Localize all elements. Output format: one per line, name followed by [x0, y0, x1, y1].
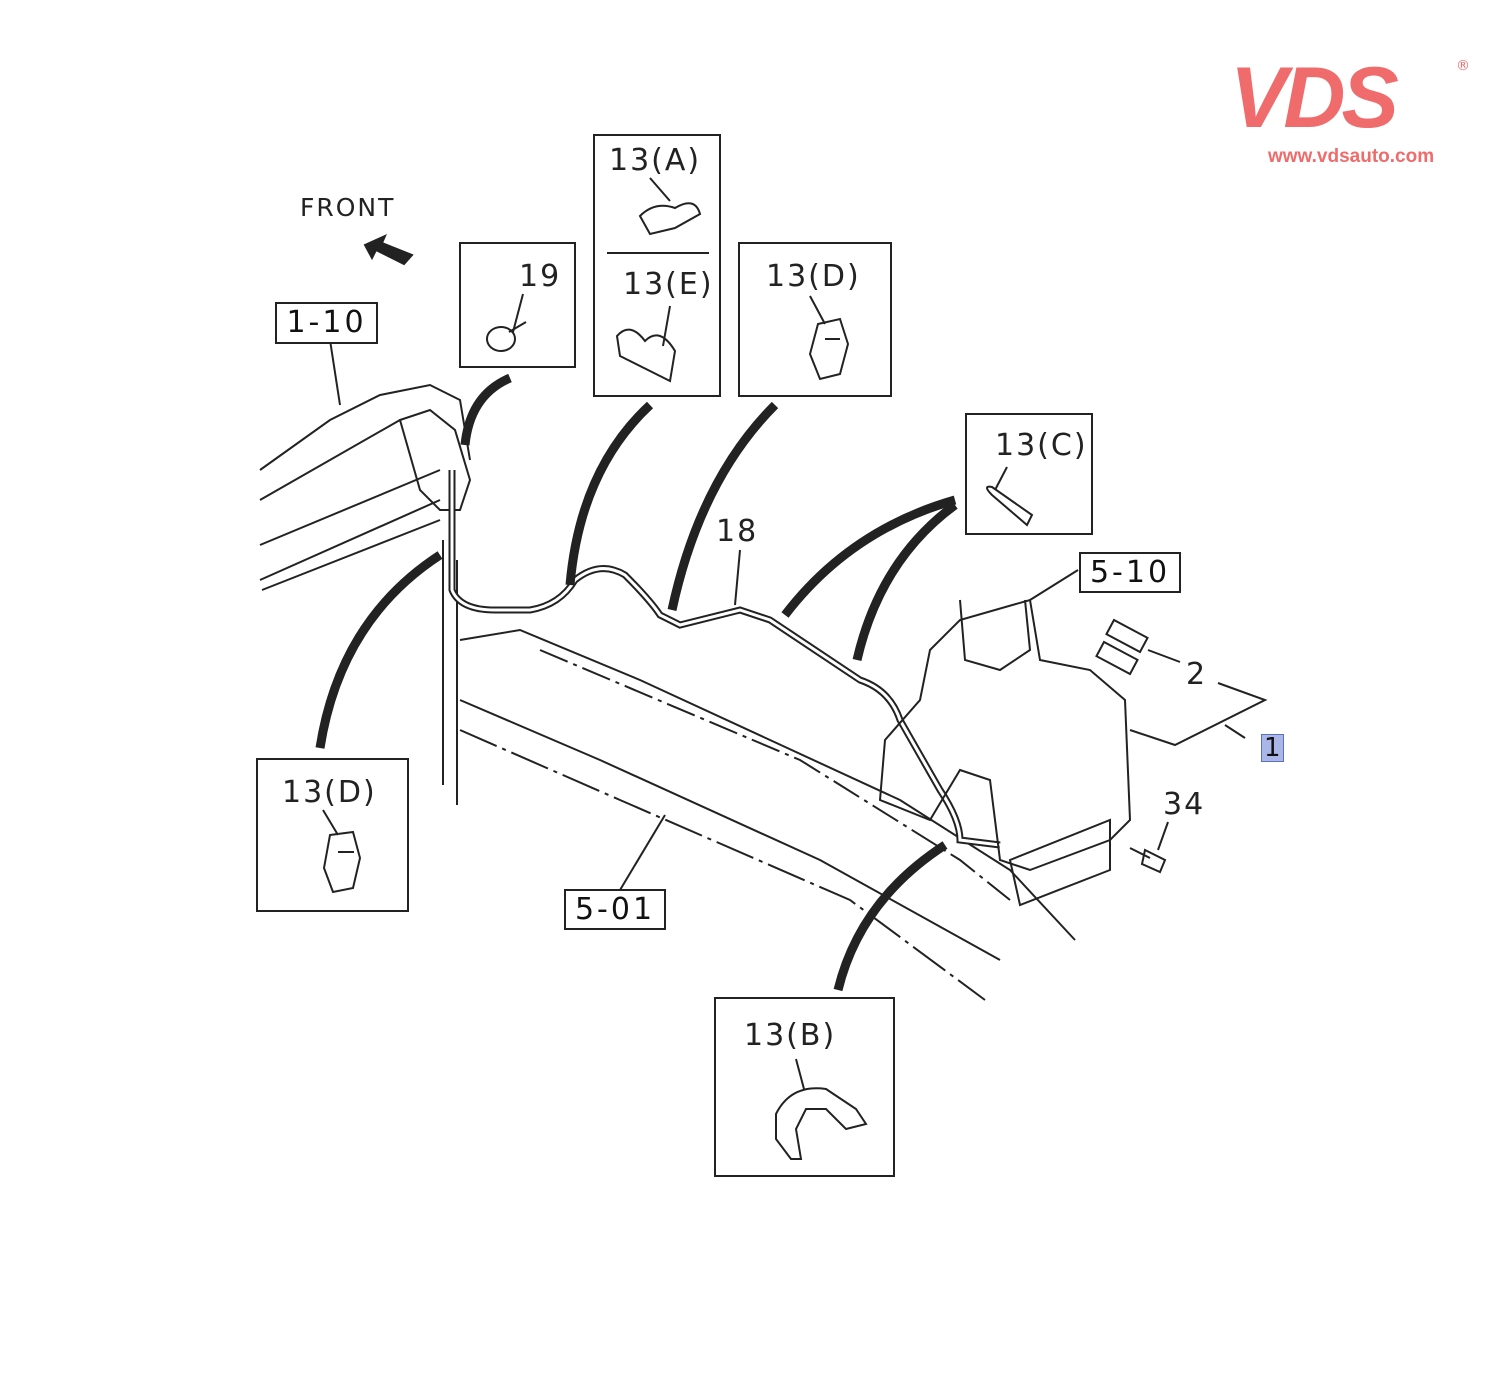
detail-box-13a-13e[interactable]: 13(A) 13(E) — [593, 134, 721, 397]
detail-box-13b[interactable]: 13(B) — [714, 997, 895, 1177]
callout-1-highlighted[interactable]: 1 — [1261, 734, 1284, 762]
callout-5-01[interactable]: 5-01 — [564, 889, 666, 930]
callout-13d-bottom: 13(D) — [282, 775, 377, 810]
clip-icon — [615, 177, 702, 383]
callout-18[interactable]: 18 — [716, 514, 759, 549]
callout-13c: 13(C) — [995, 428, 1088, 463]
callout-13e: 13(E) — [623, 267, 714, 302]
clip-icon — [808, 295, 850, 381]
callout-34[interactable]: 34 — [1163, 787, 1206, 822]
callout-19: 19 — [519, 259, 562, 294]
registered-mark: ® — [1456, 58, 1470, 74]
callout-5-10[interactable]: 5-10 — [1079, 552, 1181, 593]
divider — [607, 252, 709, 254]
front-direction-label: FRONT — [300, 193, 396, 222]
detail-box-13d-bottom[interactable]: 13(D) — [256, 758, 409, 912]
clip-icon — [322, 809, 362, 894]
clip-icon — [775, 1058, 868, 1160]
callout-13d-top: 13(D) — [766, 259, 861, 294]
logo-brand: VDS — [1230, 50, 1399, 146]
hose-clamp-icon — [486, 293, 527, 352]
front-arrow-icon — [363, 234, 414, 266]
callout-2[interactable]: 2 — [1186, 657, 1208, 692]
callout-13b: 13(B) — [744, 1018, 837, 1053]
callout-1-10[interactable]: 1-10 — [275, 302, 378, 344]
vds-logo: VDS ® — [1230, 50, 1470, 146]
detail-box-13d-top[interactable]: 13(D) — [738, 242, 892, 397]
clip-icon — [986, 466, 1034, 527]
callout-13a: 13(A) — [609, 143, 702, 178]
detail-box-19[interactable]: 19 — [459, 242, 576, 368]
detail-box-13c[interactable]: 13(C) — [965, 413, 1093, 535]
logo-url[interactable]: www.vdsauto.com — [1268, 146, 1435, 167]
